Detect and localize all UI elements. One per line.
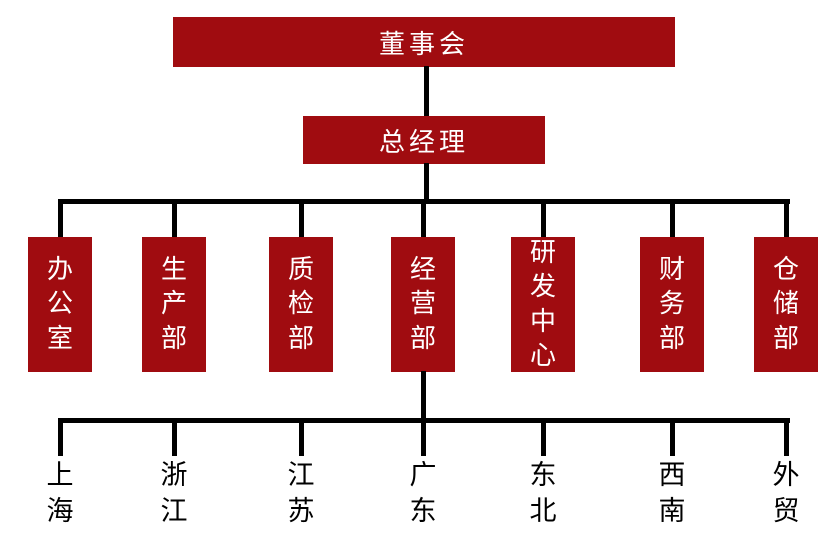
- org-node-department-label: 生产部: [161, 255, 188, 354]
- org-node-department: 质检部: [269, 237, 333, 372]
- connector-region-stub: [784, 418, 789, 456]
- connector-dept-stub: [421, 199, 426, 239]
- connector-dept-stub: [58, 199, 63, 239]
- connector-dept-stub: [172, 199, 177, 239]
- org-node-region-label: 西南: [658, 460, 686, 527]
- org-node-region: 浙江: [142, 458, 206, 529]
- org-node-department: 研发中心: [511, 237, 575, 372]
- org-node-region: 江苏: [269, 458, 333, 529]
- org-node-department: 仓储部: [754, 237, 818, 372]
- org-node-region-label: 上海: [46, 460, 74, 527]
- org-node-department-label: 经营部: [410, 255, 437, 354]
- org-node-region: 广东: [391, 458, 455, 529]
- org-node-general-manager: 总经理: [303, 116, 545, 164]
- connector-region-stub: [541, 418, 546, 456]
- org-node-department-label: 质检部: [288, 255, 315, 354]
- connector-dept-region-bus: [421, 371, 426, 421]
- connector-region-stub: [299, 418, 304, 456]
- org-node-department: 财务部: [640, 237, 704, 372]
- org-node-board: 董事会: [173, 17, 675, 67]
- org-node-region-label: 东北: [529, 460, 557, 527]
- org-node-department-label: 财务部: [659, 255, 686, 354]
- connector-region-stub: [670, 418, 675, 456]
- connector-region-stub: [58, 418, 63, 456]
- org-node-region-label: 江苏: [287, 460, 315, 527]
- org-node-department-label: 仓储部: [773, 255, 800, 354]
- org-node-board-label: 董事会: [378, 29, 469, 60]
- connector-dept-stub: [670, 199, 675, 239]
- org-node-department-label: 研发中心: [530, 237, 557, 371]
- connector-dept-stub: [784, 199, 789, 239]
- org-node-department: 办公室: [28, 237, 92, 372]
- org-node-region: 西南: [640, 458, 704, 529]
- org-node-region: 上海: [28, 458, 92, 529]
- org-node-department: 生产部: [142, 237, 206, 372]
- connector-board-gm: [424, 66, 429, 117]
- org-node-department: 经营部: [391, 237, 455, 372]
- connector-gm-bus: [424, 163, 429, 203]
- org-node-region: 外贸: [754, 458, 818, 529]
- org-node-region-label: 广东: [409, 460, 437, 527]
- org-node-region-label: 外贸: [772, 460, 800, 527]
- connector-region-stub: [421, 418, 426, 456]
- connector-region-stub: [172, 418, 177, 456]
- org-node-department-label: 办公室: [47, 255, 74, 354]
- connector-dept-stub: [299, 199, 304, 239]
- org-node-region: 东北: [511, 458, 575, 529]
- org-node-region-label: 浙江: [160, 460, 188, 527]
- org-node-general-manager-label: 总经理: [378, 127, 469, 158]
- connector-dept-stub: [541, 199, 546, 239]
